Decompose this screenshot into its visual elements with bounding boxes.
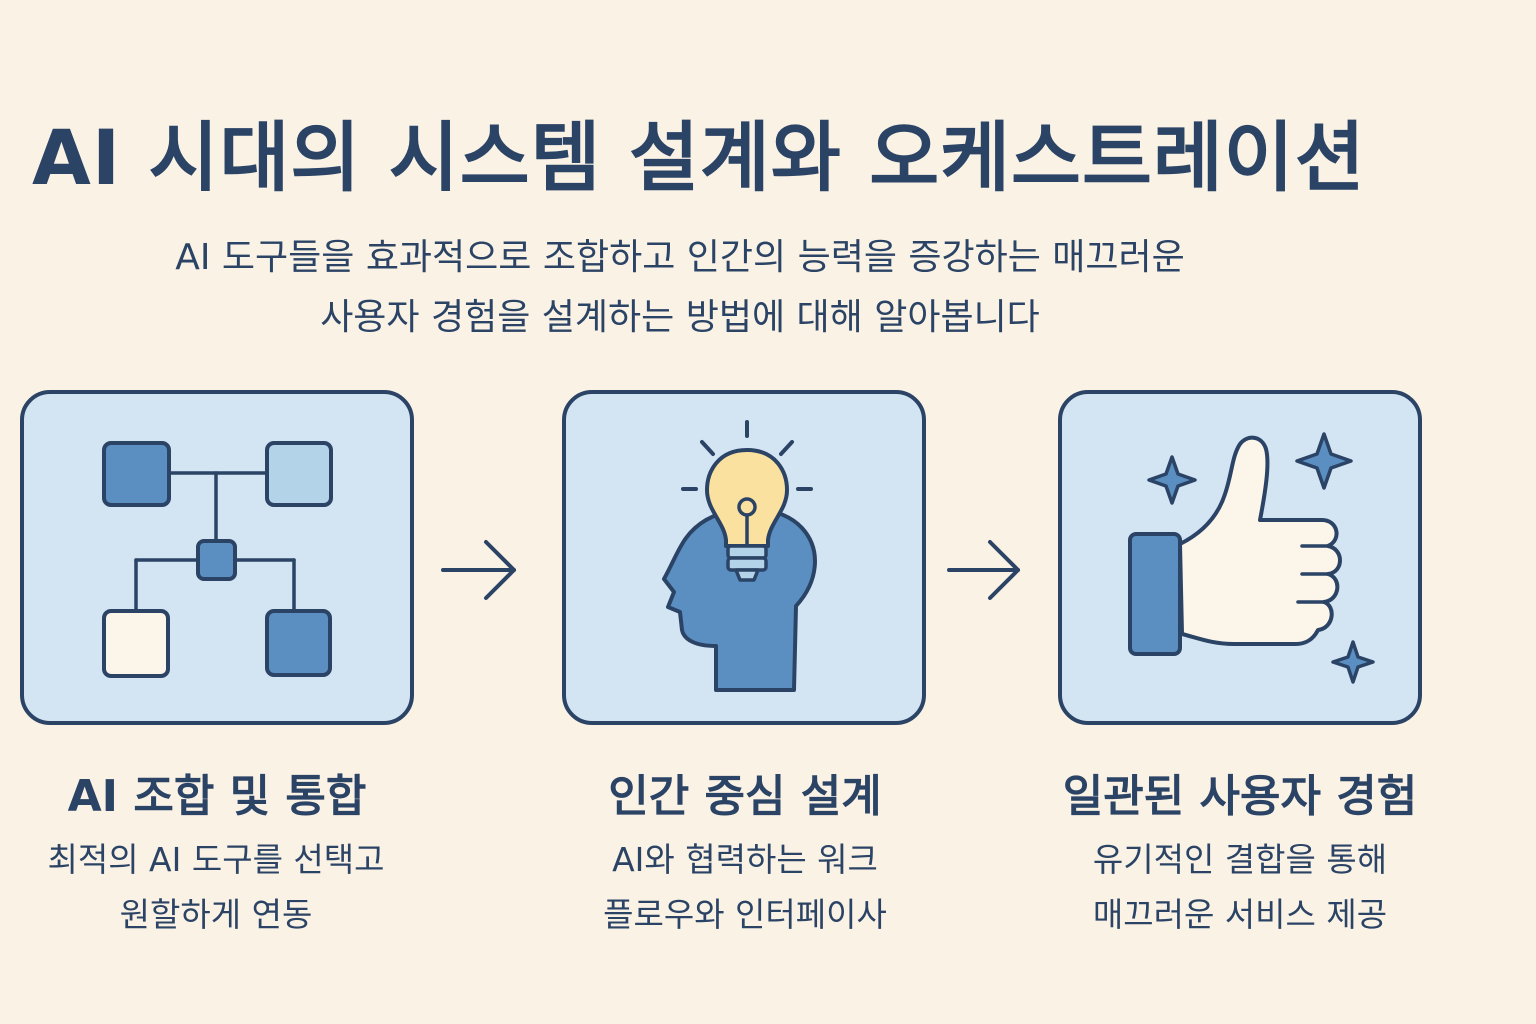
sparkle-icon bbox=[1147, 455, 1197, 505]
hierarchy-network-icon bbox=[102, 441, 333, 678]
sparkle-icon bbox=[1331, 640, 1375, 684]
page-title: AI 시대의 시스템 설계와 오케스트레이션 bbox=[32, 113, 1366, 202]
step-desc-user-experience: 유기적인 결합을 통해 매끄러운 서비스 제공 bbox=[1038, 832, 1442, 942]
step-desc-line: 원할하게 연동 bbox=[119, 895, 313, 934]
step-card-human-centered bbox=[562, 390, 926, 725]
arrow-right-icon bbox=[947, 540, 1020, 600]
step-card-user-experience bbox=[1058, 390, 1422, 725]
head-lightbulb-icon bbox=[662, 420, 817, 692]
step-desc-line: 플로우와 인터페이사 bbox=[603, 895, 887, 934]
step-desc-line: 매끄러운 서비스 제공 bbox=[1092, 895, 1388, 934]
step-desc-line: AI와 협력하는 워크 bbox=[612, 840, 878, 879]
step-card-integration bbox=[20, 390, 414, 725]
page-subtitle: AI 도구들을 효과적으로 조합하고 인간의 능력을 증강하는 매끄러운 사용자… bbox=[0, 228, 1360, 348]
sparkle-icon bbox=[1295, 432, 1353, 490]
step-desc-human-centered: AI와 협력하는 워크 플로우와 인터페이사 bbox=[545, 832, 945, 942]
step-title-human-centered: 인간 중심 설계 bbox=[608, 771, 882, 822]
thumbs-up-icon bbox=[1128, 432, 1375, 684]
subtitle-line-1: AI 도구들을 효과적으로 조합하고 인간의 능력을 증강하는 매끄러운 bbox=[175, 237, 1185, 278]
step-desc-line: 유기적인 결합을 통해 bbox=[1092, 840, 1388, 879]
arrow-right-icon bbox=[441, 540, 516, 600]
step-title-user-experience: 일관된 사용자 경험 bbox=[1062, 771, 1418, 822]
step-desc-line: 최적의 AI 도구를 선택고 bbox=[47, 840, 385, 879]
step-desc-integration: 최적의 AI 도구를 선택고 원할하게 연동 bbox=[14, 832, 418, 942]
subtitle-line-2: 사용자 경험을 설계하는 방법에 대해 알아봅니다 bbox=[320, 297, 1040, 338]
step-title-integration: AI 조합 및 통합 bbox=[67, 771, 367, 822]
